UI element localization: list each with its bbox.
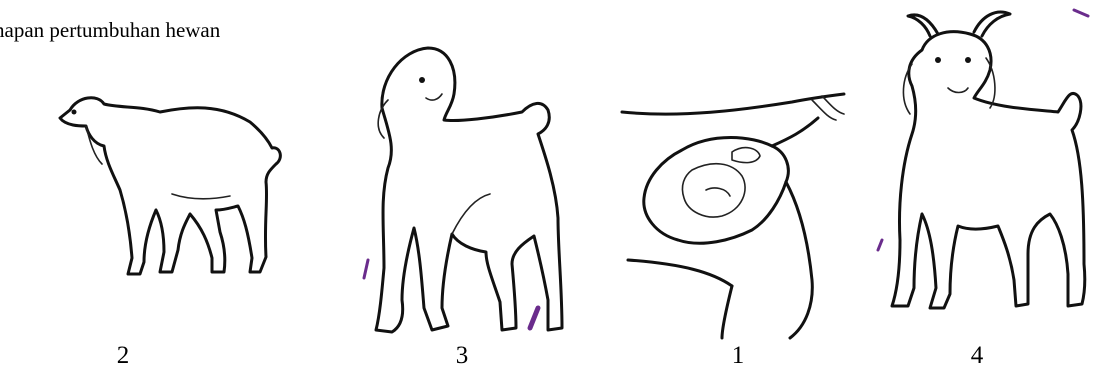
stage-number: 4 xyxy=(957,342,997,370)
stage-number: 1 xyxy=(718,342,758,370)
panel-kid-goat xyxy=(362,38,582,334)
adult-goat-icon xyxy=(878,4,1090,314)
goat-embryo-in-womb-icon xyxy=(622,90,852,340)
young-goat-icon xyxy=(40,82,290,292)
stage-number: 2 xyxy=(103,342,143,370)
panel-embryo xyxy=(622,90,852,340)
panel-adult-goat xyxy=(878,4,1090,314)
page-title: hapan pertumbuhan hewan xyxy=(0,18,220,43)
panel-young-goat xyxy=(40,82,290,292)
kid-goat-icon xyxy=(362,38,582,334)
stage-number: 3 xyxy=(442,342,482,370)
